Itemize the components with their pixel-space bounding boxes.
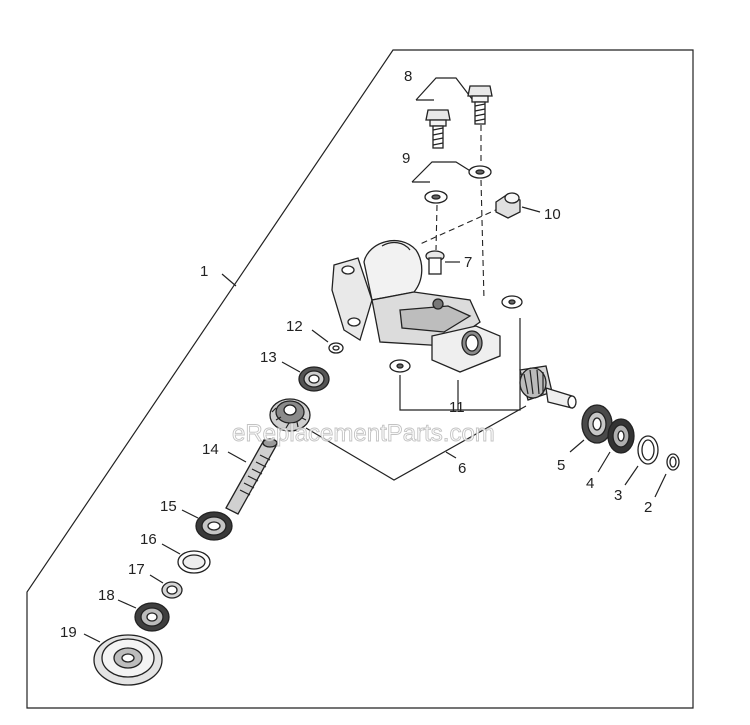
part-5-bearing[interactable] [569, 404, 613, 453]
callout-18: 18 [98, 587, 115, 604]
part-19-blade-holder[interactable] [83, 633, 163, 686]
part-17-collar[interactable] [149, 574, 183, 599]
part-1-leader [221, 273, 237, 287]
part-6-gear[interactable] [269, 398, 311, 432]
gear-case-housing[interactable] [331, 240, 523, 373]
callout-9: 9 [402, 150, 410, 167]
callout-7: 7 [464, 254, 472, 271]
callout-12: 12 [286, 318, 303, 335]
part-11-bracket [399, 318, 521, 411]
watermark-text: eReplacementParts.com [232, 420, 495, 447]
callout-11: 11 [449, 399, 465, 416]
part-10-grease-nipple[interactable] [495, 192, 541, 219]
callout-5: 5 [557, 457, 565, 474]
part-15-bearing[interactable] [181, 509, 233, 541]
part-13-bearing[interactable] [281, 361, 330, 392]
callout-13: 13 [260, 349, 277, 366]
part-6-leader [445, 451, 457, 459]
callout-17: 17 [128, 561, 145, 578]
callout-6: 6 [458, 460, 466, 477]
callout-4: 4 [586, 475, 594, 492]
part-7-screw[interactable] [425, 250, 460, 275]
callout-3: 3 [614, 487, 622, 504]
callout-10: 10 [544, 206, 561, 223]
part-9-washers[interactable] [411, 161, 492, 204]
part-3-snap-ring[interactable] [624, 435, 659, 486]
callout-19: 19 [60, 624, 77, 641]
callout-8: 8 [404, 68, 412, 85]
callout-1: 1 [200, 263, 208, 280]
assembly-line [480, 179, 485, 301]
callout-16: 16 [140, 531, 157, 548]
callout-2: 2 [644, 499, 652, 516]
part-4-bearing[interactable] [597, 418, 635, 473]
callout-15: 15 [160, 498, 177, 515]
part-16-washer[interactable] [161, 543, 211, 574]
part-2-ring[interactable] [654, 453, 680, 498]
part-8-bolts[interactable] [415, 77, 493, 149]
part-14-shaft[interactable] [225, 438, 278, 515]
assembly-line [435, 204, 438, 251]
part-12-ring[interactable] [311, 329, 344, 354]
callout-14: 14 [202, 441, 219, 458]
part-6-bracket [305, 405, 527, 481]
pinion-gear[interactable] [519, 365, 577, 409]
assembly-line [417, 207, 501, 246]
part-18-bearing[interactable] [117, 599, 170, 632]
assembly-border [26, 49, 694, 709]
